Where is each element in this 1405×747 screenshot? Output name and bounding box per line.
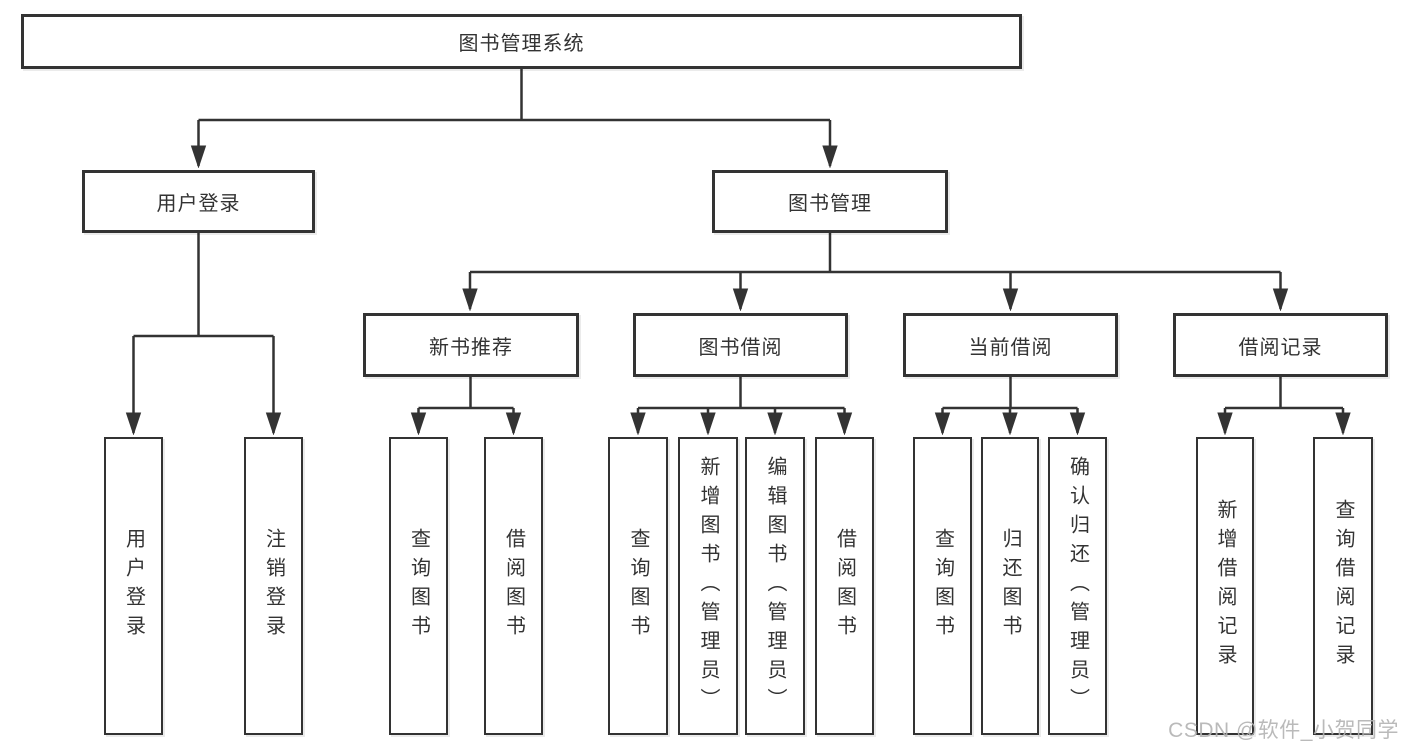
leaf-nbr-borrow-books: 借阅图书: [484, 437, 543, 735]
node-root-library-system: 图书管理系统: [21, 14, 1022, 69]
leaf-cb-query-books: 查询图书: [913, 437, 972, 735]
node-book-borrowing: 图书借阅: [633, 313, 848, 377]
leaf-bb-query-books: 查询图书: [608, 437, 668, 735]
leaf-br-query-borrow-record: 查询借阅记录: [1313, 437, 1373, 735]
leaf-cb-return-books: 归还图书: [981, 437, 1039, 735]
node-current-borrowing: 当前借阅: [903, 313, 1118, 377]
leaf-logout: 注销登录: [244, 437, 303, 735]
csdn-watermark: CSDN @软件_小贺同学: [1168, 719, 1399, 742]
leaf-nbr-query-books: 查询图书: [389, 437, 448, 735]
leaf-bb-edit-book-admin: 编辑图书（管理员）: [745, 437, 805, 735]
leaf-bb-add-book-admin: 新增图书（管理员）: [678, 437, 738, 735]
node-book-management: 图书管理: [712, 170, 948, 233]
leaf-br-add-borrow-record: 新增借阅记录: [1196, 437, 1254, 735]
node-borrowing-records: 借阅记录: [1173, 313, 1388, 377]
node-user-login: 用户登录: [82, 170, 315, 233]
leaf-bb-borrow-books: 借阅图书: [815, 437, 874, 735]
leaf-user-login: 用户登录: [104, 437, 163, 735]
node-new-book-recommendation: 新书推荐: [363, 313, 579, 377]
leaf-cb-confirm-return-admin: 确认归还（管理员）: [1048, 437, 1107, 735]
